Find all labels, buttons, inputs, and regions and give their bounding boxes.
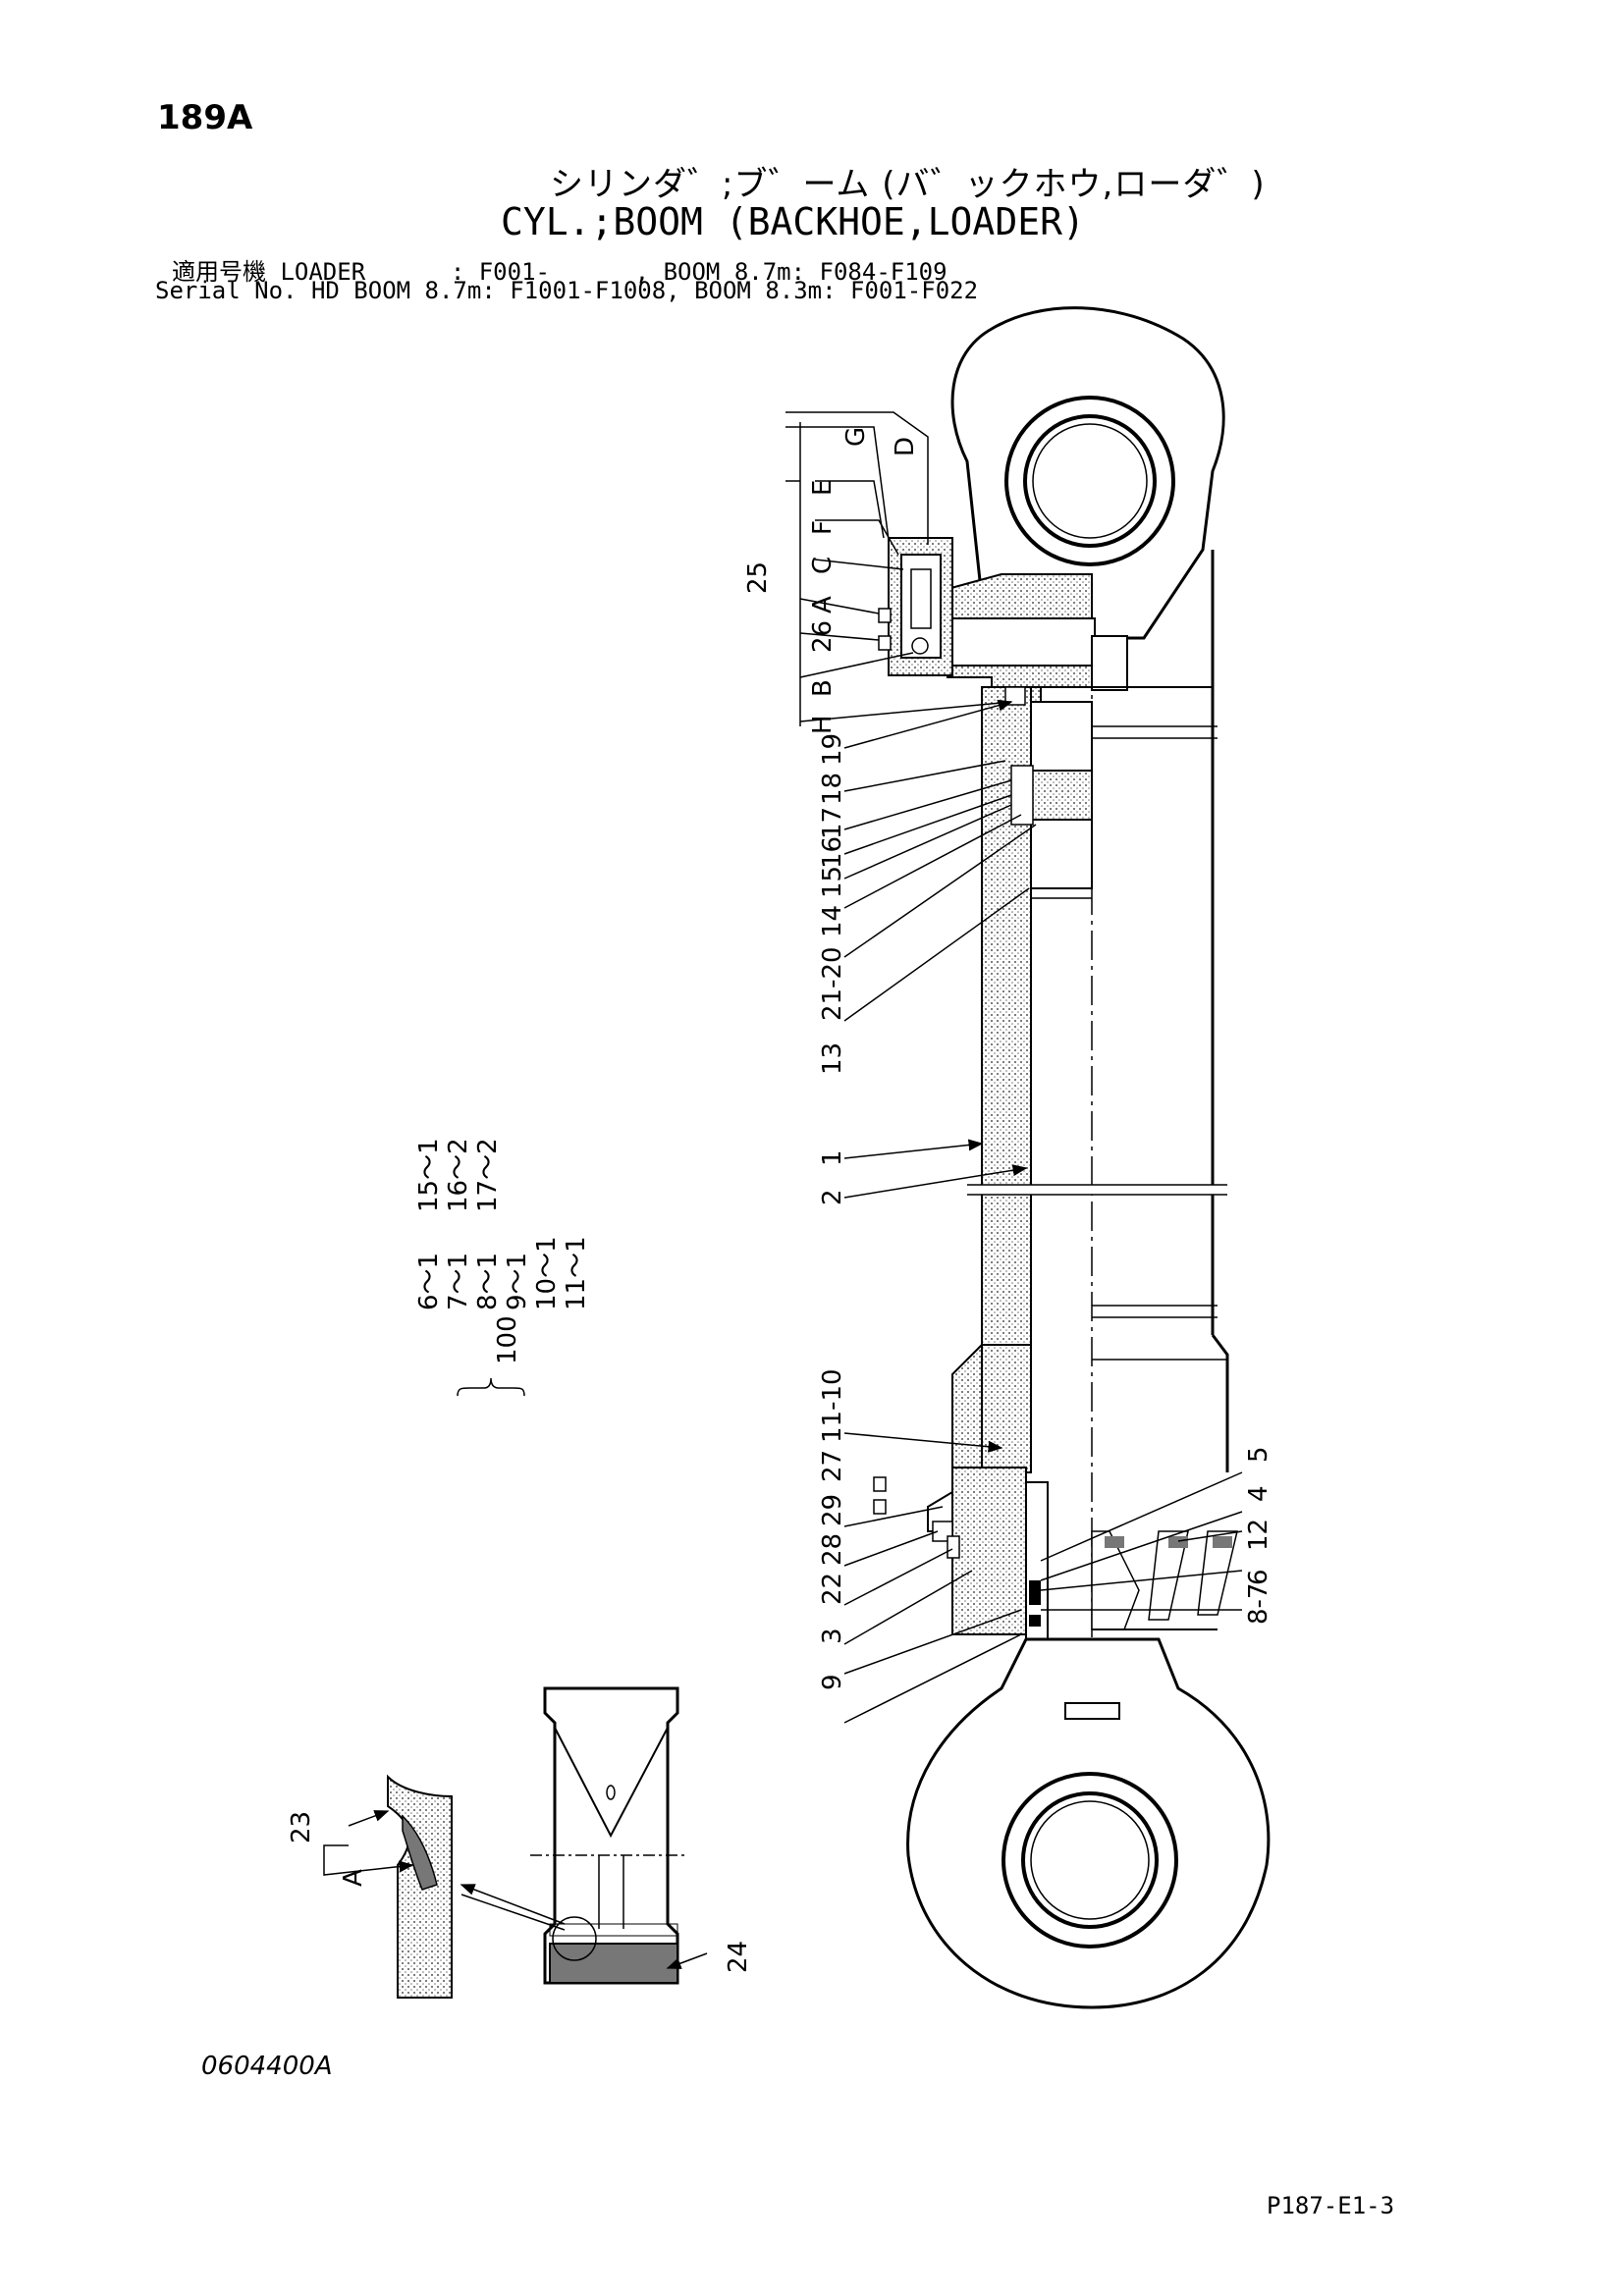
kit-col1-row3: 8～1	[473, 1253, 503, 1310]
page-reference: P187-E1-3	[1267, 2192, 1395, 2219]
callout-29: 29	[818, 1494, 847, 1526]
callout-2: 2	[818, 1189, 847, 1205]
serial-applicability-line-1: 適用号機 LOADER : F001- , BOOM 8.7m: F084-F1…	[172, 258, 947, 286]
kit-number: 100	[493, 1315, 522, 1364]
detail-a-section	[387, 1774, 566, 1999]
kit-col1-row6: 11～1	[562, 1236, 591, 1310]
callout-23: 23	[287, 1811, 316, 1843]
callout-8-7: 8-7	[1244, 1583, 1273, 1625]
callout-27: 27	[818, 1450, 847, 1482]
callout-15: 15	[818, 866, 847, 898]
callout-f: F	[808, 520, 838, 535]
kit-col2-row3: 17～2	[473, 1138, 503, 1212]
top-eye	[950, 306, 1225, 640]
callout-1: 1	[818, 1149, 847, 1166]
callout-13: 13	[818, 1042, 847, 1075]
serial-applicability-line-2: Serial No. HD BOOM 8.7m: F1001-F1008, BO…	[155, 277, 979, 304]
callout-12: 12	[1244, 1519, 1273, 1551]
callout-22: 22	[818, 1573, 847, 1605]
callout-labels: G D E F C 25 A 26 B H 19 18 17 16 15 14 …	[287, 427, 1273, 1973]
callout-16: 16	[818, 836, 847, 869]
title-english: CYL.;BOOM (BACKHOE,LOADER)	[501, 200, 1085, 243]
valve-block	[878, 537, 953, 676]
cylinder-head-section	[947, 573, 1128, 733]
callout-24: 24	[724, 1941, 753, 1973]
callout-26: 26	[808, 620, 838, 653]
bushing-detail	[530, 1686, 687, 1985]
kit-col2-row2: 16～2	[444, 1138, 473, 1212]
kit-col1-row1: 6～1	[414, 1253, 444, 1310]
drawing-code: 0604400A	[201, 2052, 333, 2081]
callout-5: 5	[1244, 1446, 1273, 1463]
callout-18: 18	[818, 773, 847, 805]
piston	[1004, 686, 1093, 899]
kit-col1-row4: 9～1	[503, 1253, 532, 1310]
title-japanese: シリンダ゛;ブ゛ーム (バ゛ックホウ,ローダ゛)	[550, 165, 1266, 204]
callout-4: 4	[1244, 1485, 1273, 1502]
rod-gland	[873, 1467, 1238, 1640]
callout-3: 3	[818, 1628, 847, 1644]
callout-21-20: 21-20	[818, 946, 847, 1021]
leader-lines	[323, 411, 1243, 1969]
callout-17: 17	[818, 807, 847, 839]
callout-14: 14	[818, 905, 847, 937]
callout-detail-a: A	[339, 1869, 368, 1887]
callout-28: 28	[818, 1533, 847, 1566]
callout-11-10: 11-10	[818, 1368, 847, 1443]
kit-col2-row1: 15～1	[414, 1138, 444, 1212]
callout-g: G	[841, 427, 871, 447]
callout-9: 9	[818, 1674, 847, 1690]
callout-h: H	[808, 715, 838, 734]
kit-col1-row2: 7～1	[444, 1253, 473, 1310]
bottom-rod-eye	[906, 1637, 1271, 2009]
kit-table: 100 6～1 7～1 8～1 9～1 10～1 11～1 15～1 16～2 …	[414, 1138, 591, 1397]
callout-6: 6	[1244, 1569, 1273, 1585]
callout-a: A	[808, 596, 838, 614]
callout-25: 25	[743, 561, 773, 594]
page-number: 189A	[157, 98, 253, 137]
callout-b: B	[808, 679, 838, 697]
callout-c: C	[808, 557, 838, 574]
callout-d: D	[891, 437, 920, 456]
callout-e: E	[808, 480, 838, 496]
callout-19: 19	[818, 733, 847, 766]
kit-col1-row5: 10～1	[532, 1236, 562, 1310]
